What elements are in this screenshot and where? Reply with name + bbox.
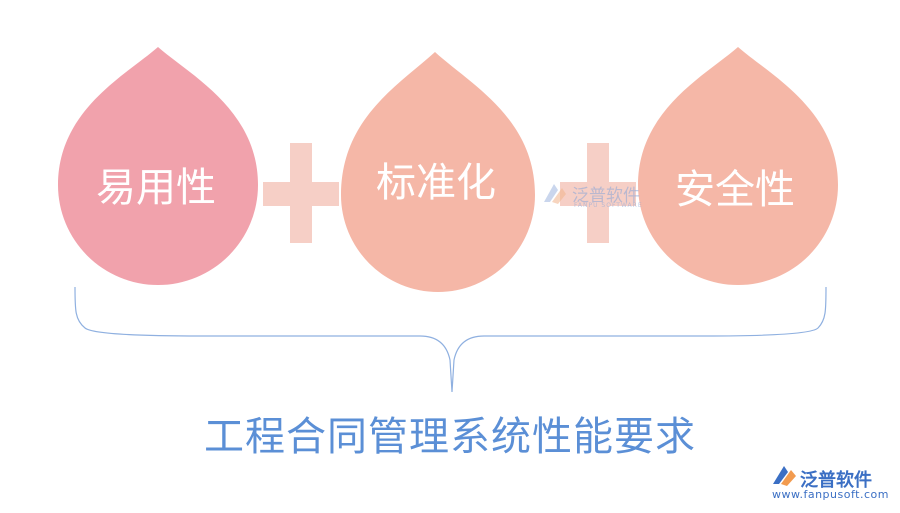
drop-standardization: 标准化 <box>341 52 535 292</box>
watermark: 泛普软件 FANPU SOFTWARE <box>540 180 660 212</box>
drop-label: 标准化 <box>376 160 496 206</box>
brand-url: www.fanpusoft.com <box>772 488 889 501</box>
drop-shape <box>341 52 535 292</box>
diagram-caption: 工程合同管理系统性能要求 <box>204 414 696 460</box>
drop-security: 安全性 <box>638 47 838 285</box>
drop-easy-to-use: 易用性 <box>58 47 258 285</box>
plus-horizontal <box>263 182 339 206</box>
brand-logo: 泛普软件 www.fanpusoft.com <box>770 464 895 504</box>
watermark-name: 泛普软件 <box>572 186 640 206</box>
drop-label: 安全性 <box>675 167 795 213</box>
fanpu-logo-icon <box>773 466 796 486</box>
curly-brace <box>74 286 827 393</box>
plus-sign-2 <box>560 143 636 243</box>
plus-sign-1 <box>263 143 339 243</box>
drop-shape <box>638 47 838 285</box>
drop-shape <box>58 47 258 285</box>
fanpu-logo-icon <box>544 184 566 204</box>
watermark-sub: FANPU SOFTWARE <box>574 202 643 209</box>
drop-label: 易用性 <box>96 165 216 211</box>
brand-name: 泛普软件 <box>800 470 872 491</box>
plus-horizontal <box>560 182 636 206</box>
